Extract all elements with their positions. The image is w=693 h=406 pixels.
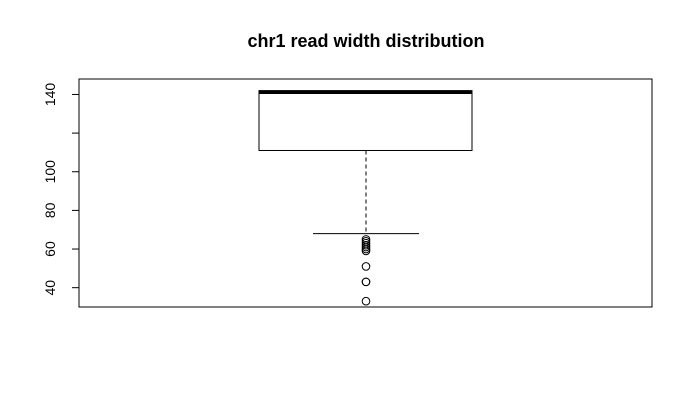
y-tick-label-60: 60: [42, 241, 58, 257]
outlier-group: [361, 235, 371, 306]
y-tick-label-40: 40: [42, 280, 58, 296]
y-axis: 40 60 80 100 140: [42, 83, 80, 296]
outlier-point-0: [361, 296, 371, 306]
chart-title: chr1 read width distribution: [247, 31, 484, 51]
outlier-point-10: [361, 235, 371, 244]
box-group: [258, 90, 473, 235]
outlier-point-2: [361, 277, 371, 287]
outlier-point-3: [361, 262, 371, 271]
y-tick-label-80: 80: [42, 202, 58, 218]
y-tick-label-100: 100: [42, 160, 58, 184]
iqr-box: [258, 90, 473, 151]
y-tick-label-140: 140: [42, 83, 58, 107]
